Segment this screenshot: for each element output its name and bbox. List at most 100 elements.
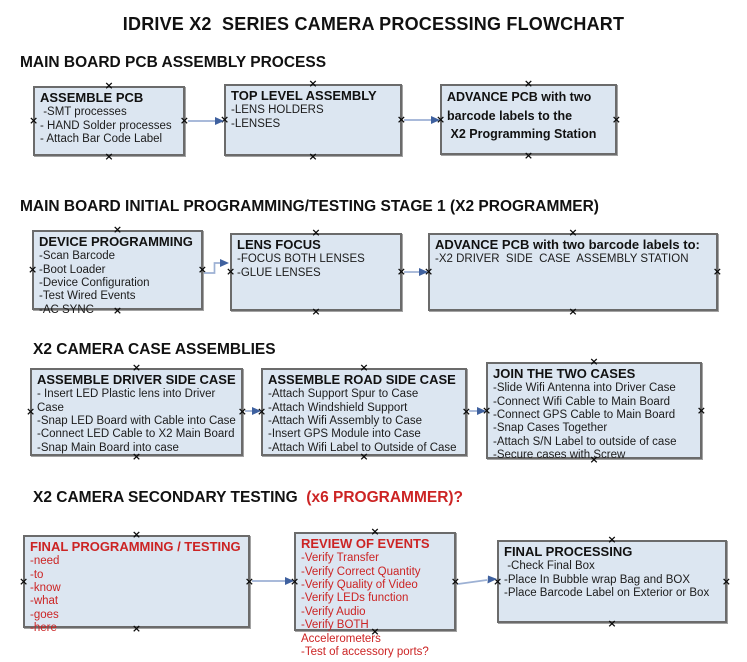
box-title: JOIN THE TWO CASES <box>493 366 636 381</box>
flow-box-device-programming[interactable]: DEVICE PROGRAMMING -Scan Barcode -Boot L… <box>28 224 207 316</box>
selection-handle-icon[interactable]: × <box>311 305 321 318</box>
box-item: -AC SYNC <box>39 303 94 316</box>
selection-handle-icon[interactable]: × <box>424 264 434 278</box>
box-item: -Attach Support Spur to Case <box>268 388 419 401</box>
box-item: -Test Wired Events <box>39 290 136 303</box>
box-item: -Verify Transfer <box>301 552 379 565</box>
section-heading-case-assemblies: X2 CAMERA CASE ASSEMBLIES <box>33 341 276 358</box>
box-item: -what <box>30 595 59 608</box>
selection-handle-icon[interactable]: × <box>607 617 617 630</box>
selection-handle-icon[interactable]: × <box>461 404 471 418</box>
selection-handle-icon[interactable]: × <box>237 404 247 418</box>
selection-handle-icon[interactable]: × <box>19 574 29 588</box>
box-item: -Secure cases with Screw <box>493 449 626 462</box>
box-item: -Attach S/N Label to outside of case <box>493 435 677 448</box>
flow-box-join-the-two-cases[interactable]: JOIN THE TWO CASES -Slide Wifi Antenna i… <box>482 356 706 465</box>
arrow-assemble-pcb-to-top-level[interactable] <box>188 117 224 125</box>
box-item: -Insert GPS Module into Case <box>268 428 421 441</box>
box-item: -Verify LEDs function <box>301 592 409 605</box>
flow-box-final-processing[interactable]: FINAL PROCESSING -Check Final Box -Place… <box>493 534 731 629</box>
selection-handle-icon[interactable]: × <box>197 262 207 276</box>
box-title: ADVANCE PCB with two barcode labels to t… <box>447 90 597 141</box>
box-item: -Device Configuration <box>39 277 150 290</box>
flow-box-advance-pcb-driver-side[interactable]: ADVANCE PCB with two barcode labels to: … <box>424 227 722 317</box>
selection-handle-icon[interactable]: × <box>244 574 254 588</box>
arrow-lens-focus-to-advance-pcb[interactable] <box>404 268 428 276</box>
selection-handle-icon[interactable]: × <box>28 262 38 276</box>
box-title: REVIEW OF EVENTS <box>301 536 430 551</box>
selection-handle-icon[interactable]: × <box>696 403 706 417</box>
box-title: LENS FOCUS <box>237 237 321 252</box>
selection-handle-icon[interactable]: × <box>29 113 39 127</box>
box-item: -Attach Wifi Label to Outside of Case <box>268 441 457 454</box>
selection-handle-icon[interactable]: × <box>712 264 722 278</box>
selection-handle-icon[interactable]: × <box>396 112 406 126</box>
box-item: -to <box>30 568 44 581</box>
selection-handle-icon[interactable]: × <box>257 404 267 418</box>
box-title: DEVICE PROGRAMMING <box>39 234 193 249</box>
box-item: -Place Barcode Label on Exterior or Box <box>504 587 710 600</box>
selection-handle-icon[interactable]: × <box>308 150 318 163</box>
selection-handle-icon[interactable]: × <box>482 403 492 417</box>
flow-box-assemble-driver-side-case[interactable]: ASSEMBLE DRIVER SIDE CASE - Insert LED P… <box>26 362 247 462</box>
selection-handle-icon[interactable]: × <box>721 574 731 588</box>
arrow-final-programming-to-review[interactable] <box>252 577 294 585</box>
box-item: -GLUE LENSES <box>237 266 321 279</box>
selection-handle-icon[interactable]: × <box>568 305 578 318</box>
flow-box-review-of-events[interactable]: REVIEW OF EVENTS -Verify Transfer -Verif… <box>290 526 460 658</box>
arrow-review-to-final-processing[interactable] <box>457 575 497 585</box>
selection-handle-icon[interactable]: × <box>26 404 36 418</box>
flow-box-advance-pcb-programming-station[interactable]: ADVANCE PCB with two barcode labels to t… <box>436 78 621 161</box>
flow-box-assemble-pcb[interactable]: ASSEMBLE PCB -SMT processes - HAND Solde… <box>29 80 189 162</box>
selection-handle-icon[interactable]: × <box>523 149 534 162</box>
section-heading-initial-programming: MAIN BOARD INITIAL PROGRAMMING/TESTING S… <box>20 198 599 215</box>
arrow-driver-case-to-road-case[interactable] <box>245 407 261 415</box>
box-title: ASSEMBLE DRIVER SIDE CASE <box>37 372 236 387</box>
box-item: -SMT processes <box>40 106 127 119</box>
box-title: ADVANCE PCB with two barcode labels to: <box>435 237 700 252</box>
box-item: - Insert LED Plastic lens into Driver Ca… <box>37 388 219 414</box>
box-item: -Connect LED Cable to X2 Main Board <box>37 428 235 441</box>
selection-handle-icon[interactable]: × <box>450 574 460 588</box>
box-title: ASSEMBLE PCB <box>40 90 144 105</box>
selection-handle-icon[interactable]: × <box>436 112 446 126</box>
box-item: -Connect GPS Cable to Main Board <box>493 409 676 422</box>
selection-handle-icon[interactable]: × <box>104 150 114 163</box>
box-title: FINAL PROCESSING <box>504 544 633 559</box>
box-item: -Verify Correct Quantity <box>301 565 421 578</box>
flow-box-final-programming-testing[interactable]: FINAL PROGRAMMING / TESTING -need -to -k… <box>19 529 254 634</box>
selection-handle-icon[interactable]: × <box>226 264 236 278</box>
selection-handle-icon[interactable]: × <box>493 574 503 588</box>
box-item: -here <box>30 622 57 635</box>
selection-handle-icon[interactable]: × <box>179 113 189 127</box>
selection-handle-icon[interactable]: × <box>611 112 621 126</box>
selection-handle-icon[interactable]: × <box>396 264 406 278</box>
box-item-overflow: -Test of accessory ports? <box>301 646 429 659</box>
box-item: -Verify Quality of Video <box>301 579 418 592</box>
flow-box-lens-focus[interactable]: LENS FOCUS -FOCUS BOTH LENSES -GLUE LENS… <box>226 227 406 317</box>
flow-box-assemble-road-side-case[interactable]: ASSEMBLE ROAD SIDE CASE -Attach Support … <box>257 362 471 462</box>
box-item: -Check Final Box <box>504 560 595 573</box>
box-item: -Scan Barcode <box>39 250 116 263</box>
box-item: -Snap Cases Together <box>493 422 608 435</box>
arrow-road-case-to-join-cases[interactable] <box>469 407 486 415</box>
selection-handle-icon[interactable]: × <box>220 112 230 126</box>
box-item: - HAND Solder processes <box>40 119 172 132</box>
box-item: -LENS HOLDERS <box>231 104 324 117</box>
box-item: -X2 DRIVER SIDE CASE ASSEMBLY STATION <box>435 253 689 266</box>
section-heading-secondary-testing: X2 CAMERA SECONDARY TESTING (x6 PROGRAMM… <box>33 489 464 506</box>
box-title: TOP LEVEL ASSEMBLY <box>231 88 377 103</box>
arrow-device-programming-to-lens-focus[interactable] <box>204 259 229 274</box>
selection-handle-icon[interactable]: × <box>290 574 300 588</box>
arrow-top-level-to-advance-pcb[interactable] <box>404 116 440 124</box>
box-item: -Verify Audio <box>301 605 366 618</box>
box-title: FINAL PROGRAMMING / TESTING <box>30 539 241 554</box>
box-item: -Snap Main Board into case <box>37 441 179 454</box>
box-item: -Place In Bubble wrap Bag and BOX <box>504 573 691 586</box>
flow-box-top-level-assembly[interactable]: TOP LEVEL ASSEMBLY -LENS HOLDERS -LENSES… <box>220 78 406 162</box>
box-item: -Slide Wifi Antenna into Driver Case <box>493 382 676 395</box>
box-item: -Verify BOTH Accelerometers <box>301 619 381 645</box>
box-item: -need <box>30 555 60 568</box>
box-item: -Connect Wifi Cable to Main Board <box>493 395 671 408</box>
